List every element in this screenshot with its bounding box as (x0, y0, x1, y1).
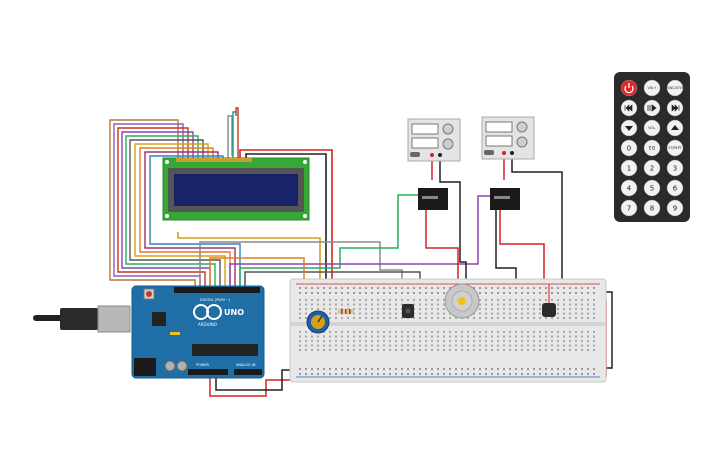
remote-button-label: FUNC/STOP (666, 86, 684, 90)
supply-knob[interactable] (516, 136, 528, 148)
remote-button-label: 6 (673, 184, 678, 192)
remote-button-st-rept[interactable]: ST/REPT (666, 139, 684, 157)
supply-knob[interactable] (442, 123, 454, 135)
power-jack (134, 358, 156, 376)
relay-2 (490, 188, 520, 210)
chevron-down-icon (625, 126, 633, 131)
resistor (338, 309, 354, 314)
remote-button-label: 8 (650, 204, 654, 212)
remote-button-grid: VOL+ FUNC/STOP VOL- 0 EQ ST/REPT 1 2 3 4 5 6 7 8 9 (620, 79, 684, 217)
remote-button-label: VOL+ (647, 86, 656, 90)
small-chip (152, 312, 166, 326)
dc-motor[interactable] (444, 283, 480, 319)
atmega-chip (192, 344, 258, 356)
digital-label: DIGITAL (PWM ~) (200, 298, 231, 302)
remote-button-label: EQ (649, 146, 656, 152)
rewind-icon (624, 104, 633, 112)
capacitor (164, 360, 176, 372)
remote-button-power[interactable] (620, 79, 638, 97)
remote-button-6[interactable]: 6 (666, 179, 684, 197)
remote-button-8[interactable]: 8 (643, 199, 661, 217)
power-header (188, 369, 228, 375)
wire-bundle-lcd (109, 107, 241, 288)
remote-button-vol-[interactable]: VOL+ (643, 79, 661, 97)
remote-button-up[interactable] (666, 119, 684, 137)
remote-button-2[interactable]: 2 (643, 159, 661, 177)
digital-header (174, 287, 260, 293)
relay-1 (418, 188, 448, 210)
remote-button-9[interactable]: 9 (666, 199, 684, 217)
usb-connector (97, 305, 131, 333)
remote-button-label: ST/REPT (668, 146, 681, 150)
remote-button-label: VOL- (648, 126, 656, 130)
usb-plug (60, 308, 98, 330)
ir-remote[interactable]: VOL+ FUNC/STOP VOL- 0 EQ ST/REPT 1 2 3 4 5 6 7 8 9 (614, 72, 690, 222)
supply-knob[interactable] (442, 138, 454, 150)
remote-button-label: 7 (627, 204, 631, 212)
supply-knob[interactable] (516, 121, 528, 133)
remote-button-label: 0 (627, 144, 631, 152)
chevron-up-icon (671, 125, 679, 130)
ir-receiver (402, 304, 414, 318)
play-pause-icon (647, 104, 657, 112)
supply-display (485, 121, 513, 133)
remote-button-label: 1 (627, 164, 631, 172)
lcd-screen (174, 174, 298, 206)
power-supply-2[interactable] (481, 116, 535, 160)
arduino-uno-board[interactable]: UNO ARDUINO DIGITAL (PWM ~) POWER ANALOG… (33, 285, 265, 379)
potentiometer[interactable] (306, 310, 330, 334)
board-brand: ARDUINO (198, 322, 217, 327)
remote-button-playpause[interactable] (643, 99, 661, 117)
supply-switch[interactable] (410, 152, 420, 157)
remote-button-next[interactable] (666, 99, 684, 117)
remote-button-3[interactable]: 3 (666, 159, 684, 177)
fast-forward-icon (671, 104, 680, 112)
remote-button-prev[interactable] (620, 99, 638, 117)
remote-button-label: 4 (627, 184, 632, 192)
lcd-pin-header (176, 158, 252, 162)
power-label: POWER (196, 363, 210, 367)
remote-button-label: 3 (673, 164, 677, 172)
power-supply-1[interactable] (407, 118, 461, 162)
supply-display (485, 135, 513, 147)
remote-button-label: 9 (673, 204, 677, 212)
supply-display (411, 137, 439, 149)
analog-header (234, 369, 262, 375)
lcd-16x2-display[interactable] (162, 157, 310, 221)
remote-button-vol-[interactable]: VOL- (643, 119, 661, 137)
supply-switch[interactable] (484, 150, 494, 155)
remote-button-4[interactable]: 4 (620, 179, 638, 197)
remote-button-5[interactable]: 5 (643, 179, 661, 197)
wire-relay-supply (425, 152, 563, 290)
remote-button-func-stop[interactable]: FUNC/STOP (666, 79, 684, 97)
remote-button-0[interactable]: 0 (620, 139, 638, 157)
remote-button-down[interactable] (620, 119, 638, 137)
wire-signal (199, 194, 490, 300)
board-model: UNO (224, 308, 244, 317)
remote-button-label: 2 (650, 164, 654, 172)
arduino-logo-icon (206, 304, 222, 320)
wire-lcd-power (177, 149, 333, 300)
capacitor (176, 360, 188, 372)
remote-button-7[interactable]: 7 (620, 199, 638, 217)
supply-display (411, 123, 439, 135)
power-icon (624, 83, 634, 94)
remote-button-eq[interactable]: EQ (643, 139, 661, 157)
remote-button-1[interactable]: 1 (620, 159, 638, 177)
transistor (542, 284, 556, 317)
remote-button-label: 5 (650, 184, 654, 192)
analog-label: ANALOG IN (236, 363, 256, 367)
